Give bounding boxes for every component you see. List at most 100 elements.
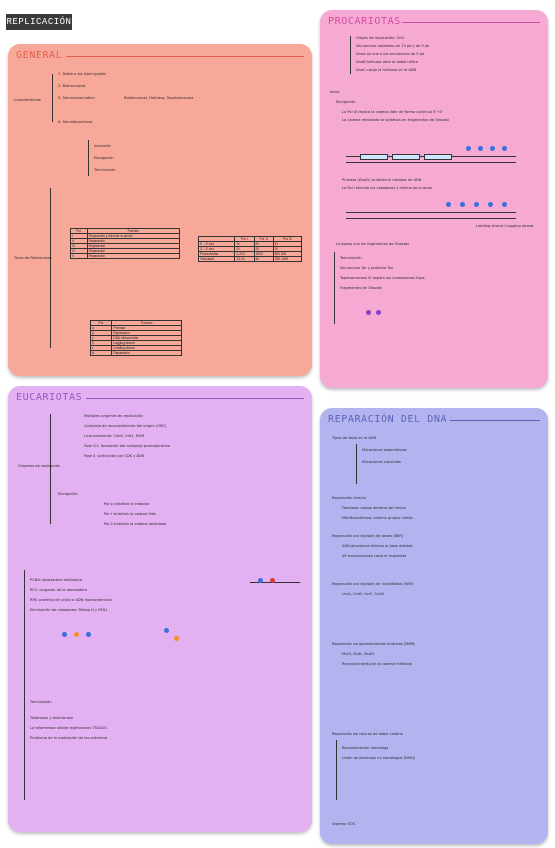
text-line: Pol δ sintetiza la cadena retardada [104,522,167,526]
text-line: Pol α sintetiza el cebador [104,502,150,506]
text-line: Reparación por escisión de bases (BER) [332,534,404,538]
title-rule [86,398,304,399]
text-line: Elongación [336,100,356,104]
text-line: Mutaciones inducidas [362,460,401,464]
protein-icon [258,578,263,583]
text-line: RFC: cargador de la abrazadera [30,588,88,592]
text-line: Fase G1: formación del complejo prerrepl… [84,444,171,448]
text-line: Telómeros y telomerasa [30,716,73,720]
text-line: Elongación [94,156,114,160]
procariotas-content: Origen de replicación: OriC Secuencias r… [326,34,542,382]
text-line: Origen de replicación: OriC [356,36,405,40]
text-line: La telomerasa añade repeticiones TTAGGG [30,726,108,730]
polymerase-icon [466,146,471,151]
text-line: Sistema SOS [332,822,356,826]
text-line: Leading strand / Lagging strand [476,224,534,228]
bracket [24,710,25,800]
reparacion-content: Tipos de daño en el ADN Mutaciones espon… [326,432,542,838]
page-title: REPLICACIÓN [6,14,72,30]
procariotas-title: PROCARIOTAS [328,16,401,27]
enzyme-icon [366,310,371,315]
text-line: Fase S: activación por CDK y DDK [84,454,145,458]
bracket [356,444,357,484]
dna-strand [250,582,300,583]
protein-icon [74,632,79,637]
text-line: Reparación por escisión de nucleótidos (… [332,582,414,586]
text-line: PCNA: abrazadera deslizante [30,578,83,582]
polymerase-icon [460,202,465,207]
text-line: MutS, MutL, MutH [342,652,374,656]
text-line: Terminación [30,700,52,704]
text-line: Orígenes de replicación [18,464,61,468]
text-line: Terminación [94,168,116,172]
text-line: Primasa (DnaG) sintetiza el cebador de A… [342,178,422,182]
text-line: DnaA se une a las secuencias de 9 pb [356,52,425,56]
text-line: Secuencias Ter y proteína Tus [340,266,394,270]
text-line: Características [14,98,41,102]
eucariotas-title: EUCARIOTAS [16,392,83,403]
text-line: 1. Doble a los hijos iguales [58,72,107,76]
text-line: Pol ε sintetiza la cadena líder [104,512,157,516]
text-line: Eliminación de cebadores: RNasa H y FEN1 [30,608,108,612]
text-line: Licenciamiento: Cdc6, Cdt1, MCM [84,434,145,438]
text-line: 2. Bidireccional [58,84,86,88]
okazaki-fragment [392,154,420,160]
polymerase-icon [502,202,507,207]
text-line: Recombinación homóloga [342,746,389,750]
text-line: Reconocimiento de la cadena metilada [342,662,412,666]
text-line: 3. Semiconservativa [58,96,95,100]
text-line: Bidireccional, Helicasa, Topoisomerasa [124,96,194,100]
text-line: Tipos de daño en el ADN [332,436,377,440]
reparacion-section: REPARACIÓN DEL DNA Tipos de daño en el A… [320,408,548,844]
text-line: Fotoliasa: rompe dímeros de timina [342,506,406,510]
dna-strand [346,212,516,213]
bracket [88,140,89,176]
title-rule [450,420,540,421]
protein-icon [164,628,169,633]
text-line: Iniciación [94,144,111,148]
bracket [336,740,337,800]
text-line: La Pol III replica la cadena líder de fo… [342,110,443,114]
text-line: Problema de la replicación de los extrem… [30,736,108,740]
eucariotas-content: Múltiples orígenes de replicación Comple… [14,410,306,826]
text-line: DnaB helicasa abre la doble hélice [356,60,419,64]
polymerase-icon [478,146,483,151]
text-line: UvrA, UvrB, UvrC, UvrD [342,592,384,596]
text-line: Reparación de roturas de doble cadena [332,732,403,736]
reparacion-title: REPARACIÓN DEL DNA [328,414,448,425]
bracket [24,570,25,710]
protein-icon [62,632,67,637]
title-rule [66,56,304,57]
bracket [50,188,51,348]
bracket [334,252,335,324]
polymerase-icon [488,202,493,207]
okazaki-fragment [360,154,388,160]
bracket [350,36,351,74]
text-line: Metiltransferasa: elimina grupos metilo [342,516,413,520]
text-line: La Pol I elimina los cebadores y rellena… [342,186,432,190]
procariotas-section: PROCARIOTAS Origen de replicación: OriC … [320,10,548,388]
text-line: DnaC carga la helicasa en el ADN [356,68,417,72]
bracket [50,414,51,524]
text-line: Topoisomerasa IV separa los cromosomas h… [340,276,425,280]
text-line: AP endonucleasa corta el esqueleto [342,554,407,558]
text-line: Complejo de reconocimiento del origen (O… [84,424,167,428]
text-line: Tipos de Polimerasas [14,256,52,260]
text-line: Elongación [58,492,78,496]
okazaki-fragment [424,154,452,160]
polymerase-icon [446,202,451,207]
text-line: La cadena retardada se sintetiza en frag… [342,118,450,122]
polymerase-icon [490,146,495,151]
general-content: 1. Doble a los hijos iguales 2. Bidirecc… [14,68,306,370]
general-section: GENERAL 1. Doble a los hijos iguales 2. … [8,44,312,376]
eucariotas-section: EUCARIOTAS Múltiples orígenes de replica… [8,386,312,832]
protein-icon [270,578,275,583]
enzyme-icon [376,310,381,315]
protein-icon [174,636,179,641]
text-line: Terminación [340,256,362,260]
protein-icon [86,632,91,637]
text-line: Fragmentos de Okazaki [340,286,383,290]
